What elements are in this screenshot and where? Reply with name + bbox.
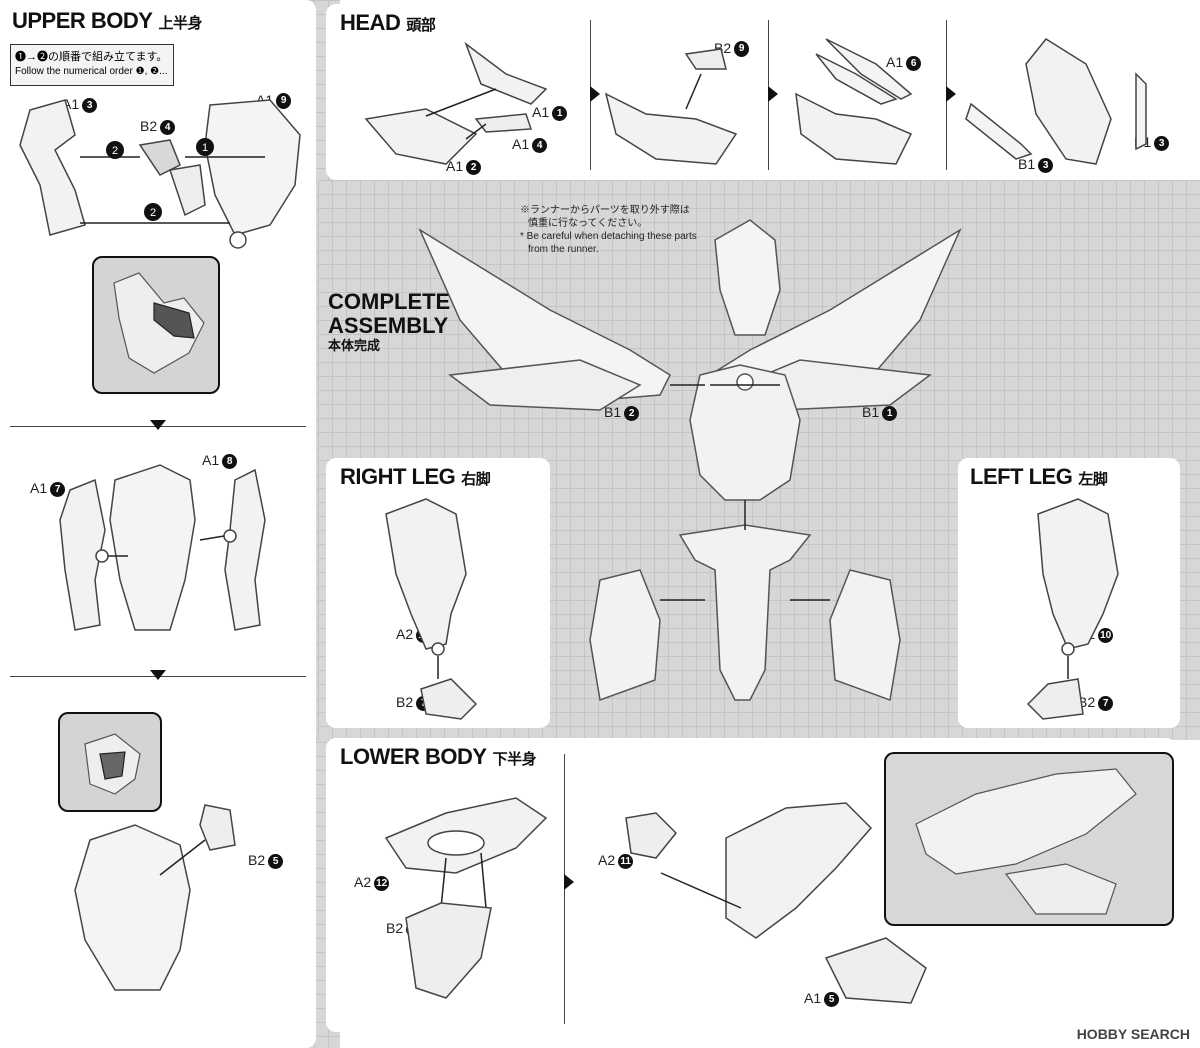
right-leg-illustration (385, 498, 478, 720)
order-note-en: Follow the numerical order ❶, ❷... (15, 66, 168, 77)
note-en-1: * Be careful when detaching these parts (520, 231, 697, 242)
head-title: HEAD 頭部 (340, 10, 436, 36)
left-leg-title: LEFT LEG 左脚 (970, 464, 1108, 490)
order-note-jp: ❶→❷の順番で組み立てます。 (15, 51, 168, 63)
head-step-arrow-1 (590, 86, 600, 102)
detail-inset-box (92, 256, 220, 394)
watermark: HOBBY SEARCH (1076, 1026, 1190, 1042)
svg-text:2: 2 (150, 207, 156, 219)
upper-body-panel: UPPER BODY 上半身 ❶→❷の順番で組み立てます。 Follow the … (0, 0, 316, 1048)
lower-body-step-arrow (564, 874, 574, 890)
head-title-en: HEAD (340, 10, 401, 35)
left-leg-title-en: LEFT LEG (970, 464, 1073, 489)
complete-assembly-title: COMPLETE ASSEMBLY 本体完成 (328, 290, 450, 354)
lower-body-title-jp: 下半身 (492, 751, 537, 768)
complete-title-line1: COMPLETE (328, 289, 451, 314)
upper-body-title-en: UPPER BODY (12, 8, 153, 33)
note-jp-1: ※ランナーからパーツを取り外す際は (520, 205, 690, 216)
runner-caution-note: ※ランナーからパーツを取り外す際は 慎重に行なってください。 * Be care… (520, 204, 697, 256)
head-steps-illustration (364, 38, 1147, 165)
upper-body-title-jp: 上半身 (158, 15, 202, 32)
svg-text:2: 2 (112, 145, 118, 157)
note-en-2: from the runner. (528, 244, 599, 255)
lower-body-title: LOWER BODY 下半身 (340, 744, 537, 770)
lower-body-illustration (384, 797, 927, 1004)
right-leg-title-jp: 右脚 (461, 471, 491, 488)
order-note-box: ❶→❷の順番で組み立てます。 Follow the numerical orde… (10, 44, 174, 86)
head-step-arrow-2 (768, 86, 778, 102)
svg-text:1: 1 (202, 142, 208, 154)
upper-body-title: UPPER BODY 上半身 (12, 8, 202, 34)
divider-1-arrow (150, 420, 166, 430)
note-jp-2: 慎重に行なってください。 (528, 218, 648, 229)
upper-body-arms-illustration (59, 464, 266, 631)
lower-body-title-en: LOWER BODY (340, 744, 487, 769)
lower-body-detail-inset (884, 752, 1174, 926)
upper-body-parts-illustration: 2 1 2 (19, 99, 301, 249)
divider-2-arrow (150, 670, 166, 680)
complete-assembly-illustration (418, 219, 962, 702)
left-leg-illustration (1026, 498, 1119, 720)
complete-title-line2: ASSEMBLY (328, 313, 449, 338)
upper-body-assembled-illustration (74, 804, 236, 991)
left-leg-title-jp: 左脚 (1078, 471, 1108, 488)
head-step-arrow-3 (946, 86, 956, 102)
complete-title-jp: 本体完成 (328, 338, 381, 353)
right-leg-title-en: RIGHT LEG (340, 464, 456, 489)
detail-bubble (58, 712, 162, 812)
right-leg-title: RIGHT LEG 右脚 (340, 464, 491, 490)
head-title-jp: 頭部 (406, 17, 436, 34)
